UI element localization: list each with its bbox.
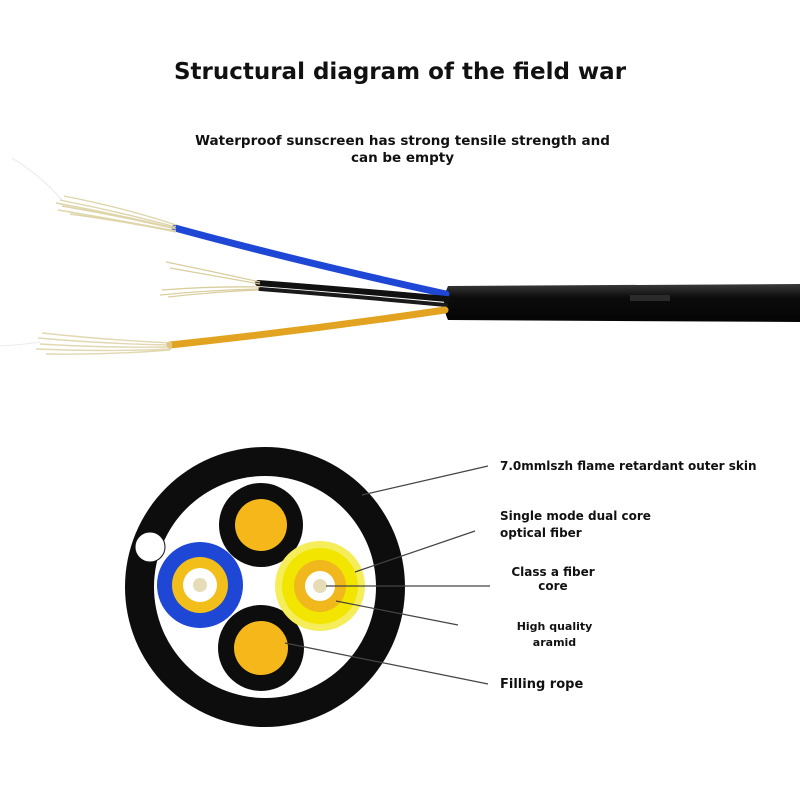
black-fiber-strand-2 (258, 287, 448, 307)
edge-notch (134, 531, 166, 563)
aramid-tuft-middle (159, 261, 261, 298)
leader-outer-skin (361, 465, 489, 496)
leader-lines (284, 465, 490, 685)
blue-fiber-strand (171, 224, 450, 298)
yellow-fiber-strand (166, 306, 449, 349)
cable-photo (0, 157, 800, 355)
jacket-highlight (630, 295, 670, 301)
label-outer-skin: 7.0mmlszh flame retardant outer skin (500, 459, 757, 473)
leader-filling-rope (284, 642, 489, 685)
leader-optical-fiber (354, 530, 476, 573)
filling-rope-top-core (235, 499, 287, 551)
aramid-tuft-top (11, 157, 177, 233)
label-fiber-core: Class a fiber core (511, 565, 595, 593)
blue-fiber-core (193, 578, 207, 592)
label-aramid: High quality aramid (516, 620, 593, 649)
inner-fill (154, 476, 376, 698)
leader-aramid (335, 600, 459, 626)
filling-rope-bottom-core (234, 621, 288, 675)
yellow-fiber-core (313, 579, 327, 593)
page-subtitle: Waterproof sunscreen has strong tensile … (195, 133, 610, 166)
aramid-tuft-bottom (0, 332, 173, 355)
label-optical-fiber: Single mode dual core optical fiber (500, 509, 651, 540)
cable-jacket (444, 284, 800, 322)
cross-section-diagram (125, 447, 490, 727)
black-fiber-strand (255, 280, 450, 302)
page-title: Structural diagram of the field war (173, 59, 627, 85)
label-filling-rope: Filling rope (500, 677, 584, 692)
